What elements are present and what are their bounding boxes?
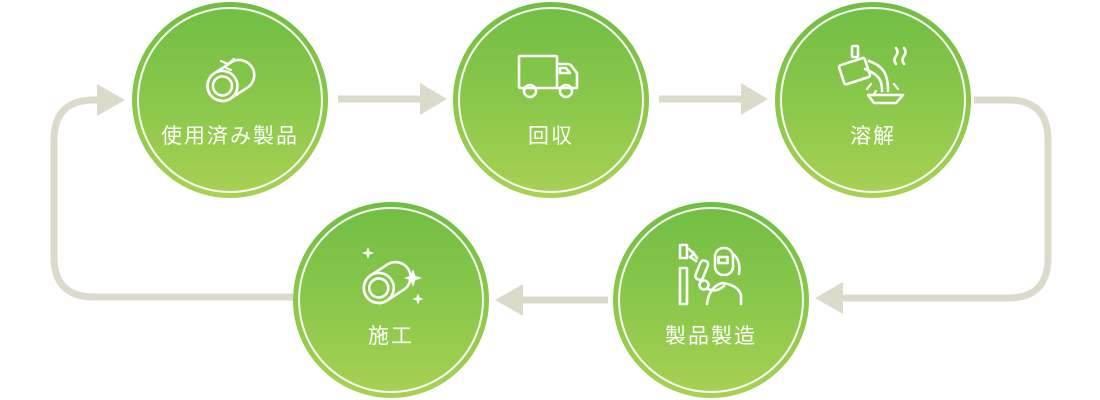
step-label: 使用済み製品	[161, 124, 299, 148]
arrowhead-left-icon	[815, 282, 843, 314]
step-label: 回収	[528, 124, 574, 148]
step-label: 溶解	[850, 124, 896, 148]
arrowhead-right-icon	[420, 83, 447, 115]
arrow-install-to-used-loop	[50, 96, 293, 301]
sparkling-pipe-icon	[352, 242, 430, 308]
arrow-melt-to-manufacture-loop	[843, 96, 1052, 302]
step-melting: 溶解	[775, 2, 971, 198]
arrowhead-left-icon	[495, 284, 523, 316]
step-collection: 回収	[453, 2, 649, 198]
step-manufacturing: 製品製造	[613, 202, 809, 398]
melting-pour-icon	[832, 42, 914, 108]
sparkle-icon	[362, 247, 374, 259]
sparkle-icon	[404, 269, 422, 287]
arrowhead-right-icon	[741, 83, 768, 115]
sparkle-icon	[412, 293, 424, 305]
step-used-products: 使用済み製品	[132, 2, 328, 198]
arrowhead-right-icon	[97, 84, 125, 116]
step-label: 製品製造	[665, 324, 757, 348]
step-installation: 施工	[293, 202, 489, 398]
truck-icon	[511, 42, 591, 108]
cracked-pipe-icon	[194, 42, 266, 108]
step-label: 施工	[368, 324, 414, 348]
welding-icon	[671, 242, 751, 308]
